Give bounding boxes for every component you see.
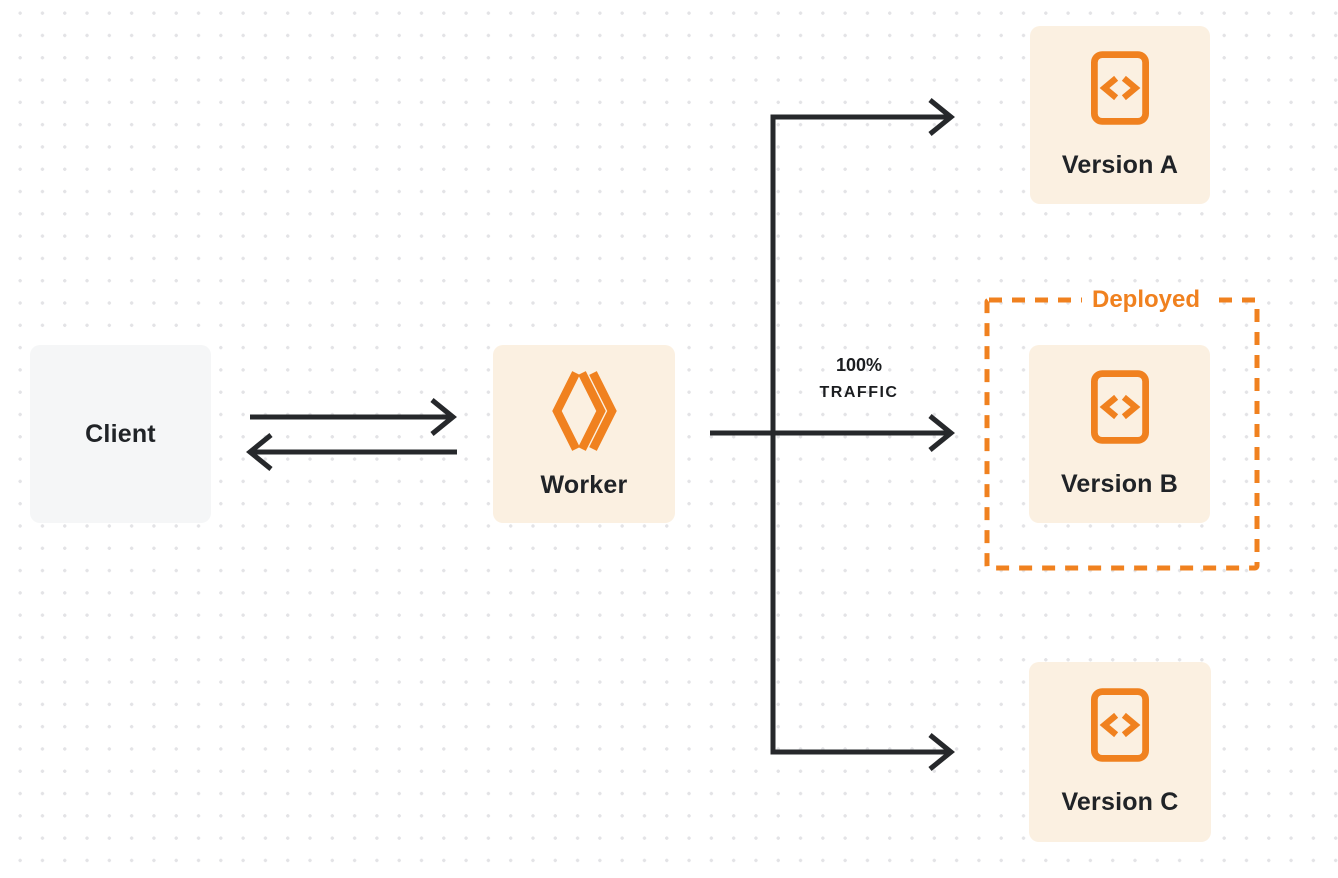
branch-to-version-a-arrow	[771, 98, 955, 136]
code-file-icon	[1091, 50, 1149, 125]
traffic-word: TRAFFIC	[819, 384, 899, 401]
worker-label: Worker	[540, 470, 628, 499]
node-version-a: Version A	[1030, 26, 1210, 204]
version-a-label: Version A	[1061, 150, 1179, 179]
code-file-icon	[1090, 369, 1149, 444]
client-label: Client	[85, 419, 156, 448]
node-worker: Worker	[493, 345, 675, 523]
version-b-label: Version B	[1060, 469, 1179, 498]
traffic-annotation: 100% TRAFFIC	[803, 352, 915, 408]
node-version-b: Version B	[1029, 345, 1210, 523]
branch-to-version-c-arrow	[771, 733, 955, 771]
node-client: Client	[30, 345, 211, 523]
traffic-percentage: 100%	[835, 355, 883, 375]
node-version-c: Version C	[1029, 662, 1211, 842]
worker-to-version-b-arrow	[710, 414, 955, 452]
deployed-boundary	[984, 297, 1260, 571]
worker-to-client-arrow	[246, 433, 457, 471]
deployed-label: Deployed	[1081, 285, 1211, 315]
client-to-worker-arrow	[250, 398, 457, 436]
version-c-label: Version C	[1061, 787, 1179, 816]
code-file-icon	[1091, 687, 1149, 762]
workers-double-chevron-icon	[552, 370, 617, 451]
